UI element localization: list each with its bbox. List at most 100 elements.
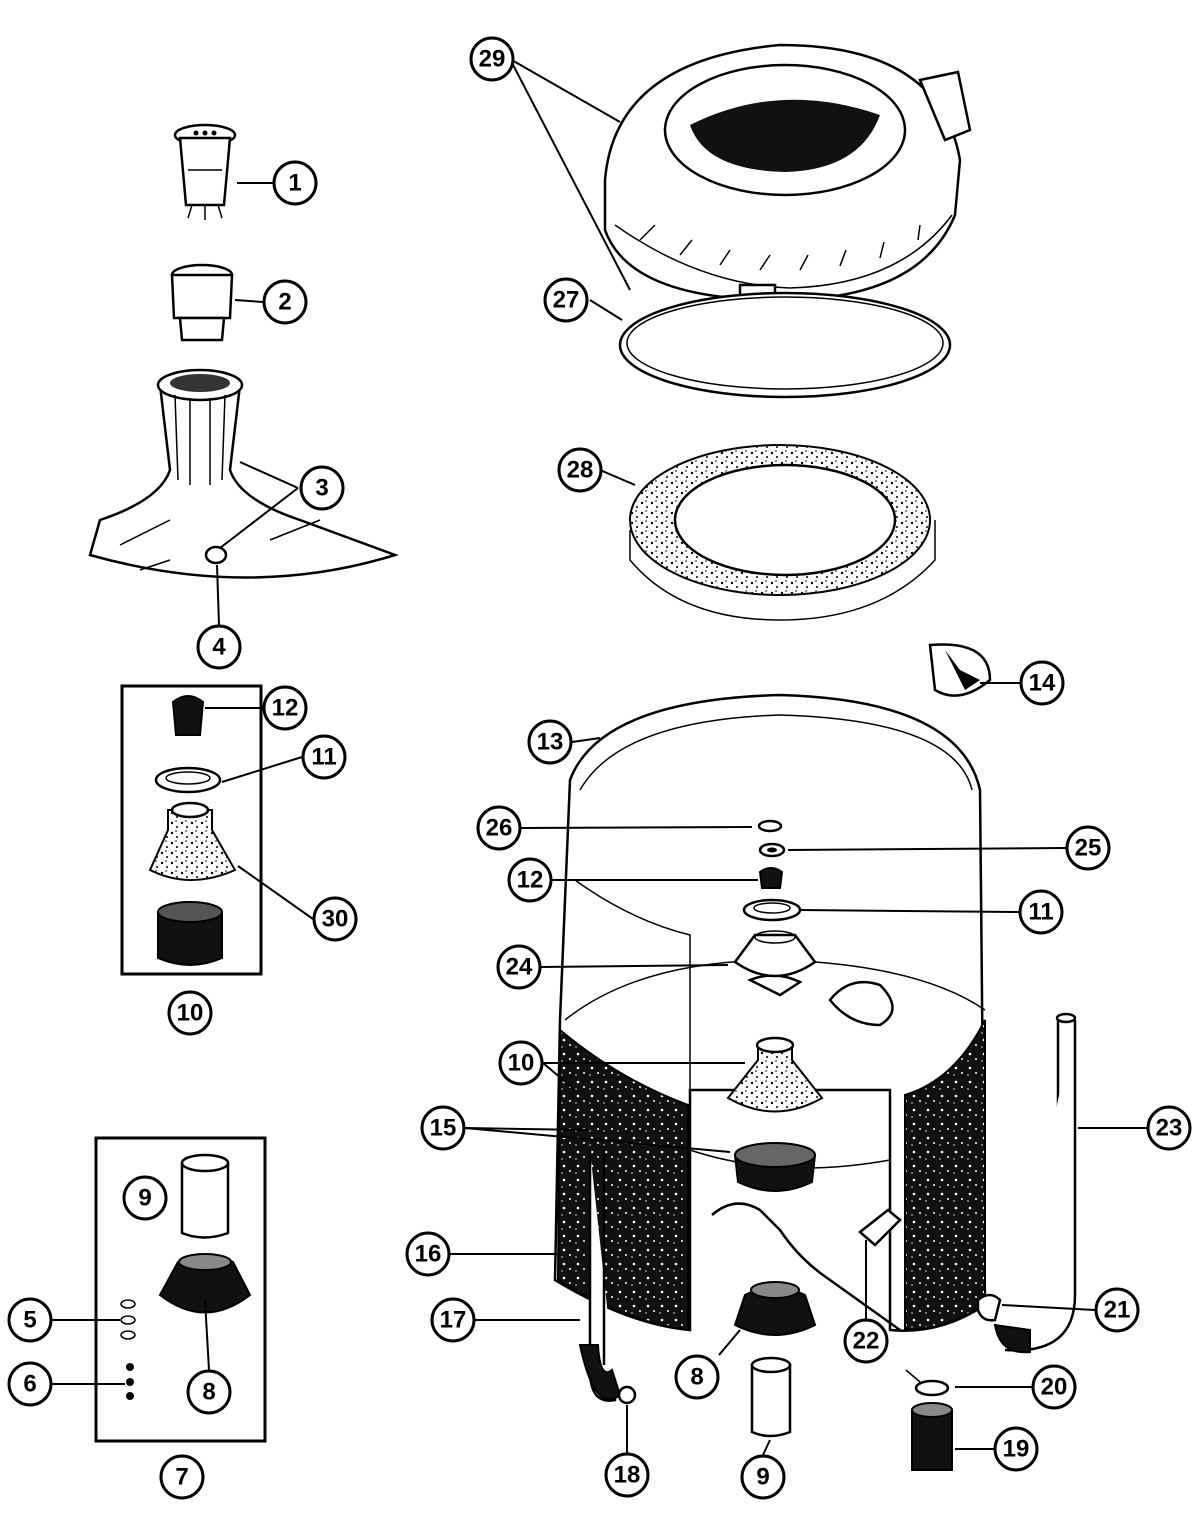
callout-16: 16	[405, 1231, 451, 1277]
callout-18: 18	[604, 1452, 650, 1498]
callout-label: 17	[440, 1307, 467, 1334]
callout-25: 25	[1065, 825, 1111, 871]
callout-label: 2	[278, 289, 291, 316]
callout-circle	[430, 1297, 476, 1343]
callout-label: 14	[1029, 670, 1056, 697]
callout-label: 9	[756, 1464, 769, 1491]
callout-circle	[196, 624, 242, 670]
callout-15: 15	[420, 1105, 466, 1151]
callout-circle	[1018, 889, 1064, 935]
callout-label: 12	[517, 867, 544, 894]
callout-8a: 8	[186, 1369, 232, 1415]
callout-10b: 10	[498, 1040, 544, 1086]
callout-14: 14	[1019, 660, 1065, 706]
callout-label: 11	[1028, 899, 1053, 926]
callout-20: 20	[1031, 1364, 1077, 1410]
callout-6: 6	[7, 1361, 53, 1407]
callout-label: 5	[23, 1307, 36, 1334]
callout-23: 23	[1146, 1105, 1192, 1151]
callout-label: 30	[322, 906, 349, 933]
callout-11a: 11	[301, 734, 347, 780]
kit-10-box	[120, 684, 263, 976]
part-23-tube	[993, 1012, 1077, 1354]
callout-circle	[993, 1426, 1039, 1472]
callout-label: 8	[202, 1379, 215, 1406]
callout-circle	[469, 36, 515, 82]
kit-7-contents	[120, 1153, 252, 1400]
callout-circle	[496, 944, 542, 990]
callout-circle	[843, 1318, 889, 1364]
callout-label: 10	[177, 1000, 204, 1027]
callout-label: 12	[272, 695, 299, 722]
callout-circle	[740, 1454, 786, 1500]
callout-label: 25	[1075, 835, 1102, 862]
callout-label: 27	[553, 287, 580, 314]
callout-circle	[7, 1297, 53, 1343]
callout-circle	[543, 277, 589, 323]
callout-12a: 12	[262, 685, 308, 731]
callout-circle	[7, 1361, 53, 1407]
leader-lines	[51, 58, 1147, 1456]
part-9-sleeve-right	[750, 1356, 792, 1438]
part-28-balance-ring	[629, 444, 936, 621]
callout-29: 29	[469, 36, 515, 82]
callout-circle	[262, 279, 308, 325]
callout-22: 22	[843, 1318, 889, 1364]
callout-circle	[159, 1454, 205, 1500]
part-8-bearing-right	[733, 1281, 817, 1336]
callout-label: 9	[138, 1185, 151, 1212]
callout-label: 24	[506, 954, 533, 981]
part-19-hose	[911, 1402, 953, 1471]
callout-circle	[167, 990, 213, 1036]
callout-circle	[604, 1452, 650, 1498]
callout-27: 27	[543, 277, 589, 323]
callout-8b: 8	[674, 1354, 720, 1400]
callout-26: 26	[476, 805, 522, 851]
callout-circle	[507, 857, 553, 903]
callout-2: 2	[262, 279, 308, 325]
callout-circle	[557, 447, 603, 493]
callout-3: 3	[299, 465, 345, 511]
callouts: 1234567889910101111121213141516171819202…	[7, 36, 1192, 1500]
callout-label: 16	[415, 1241, 442, 1268]
callout-label: 8	[690, 1364, 703, 1391]
part-27-gasket	[618, 291, 952, 399]
callout-label: 29	[479, 46, 506, 73]
part-10-hub-assembly	[726, 1036, 824, 1113]
callout-label: 3	[315, 475, 328, 502]
callout-label: 26	[486, 815, 513, 842]
callout-label: 13	[537, 729, 564, 756]
callout-circle	[674, 1354, 720, 1400]
callout-9b: 9	[740, 1454, 786, 1500]
part-20-clamp	[905, 1369, 950, 1397]
callout-label: 7	[175, 1464, 188, 1491]
callout-28: 28	[557, 447, 603, 493]
callout-19: 19	[993, 1426, 1039, 1472]
callout-circle	[476, 805, 522, 851]
callout-circle	[420, 1105, 466, 1151]
callout-label: 15	[430, 1115, 457, 1142]
part-18-clamp	[617, 1385, 637, 1405]
callout-4: 4	[196, 624, 242, 670]
callout-7: 7	[159, 1454, 205, 1500]
callout-circle	[301, 734, 347, 780]
callout-5: 5	[7, 1297, 53, 1343]
part-17-hose	[578, 1150, 622, 1402]
part-3-agitator	[88, 368, 399, 579]
callout-10a: 10	[167, 990, 213, 1036]
part-15-seal	[733, 1142, 817, 1192]
part-14-dispenser-piece	[928, 643, 992, 697]
callout-label: 22	[853, 1328, 880, 1355]
callout-circle	[1094, 1287, 1140, 1333]
callout-24: 24	[496, 944, 542, 990]
kit-10-contents	[148, 695, 237, 966]
callout-circle	[262, 685, 308, 731]
callout-label: 6	[23, 1371, 36, 1398]
callout-circle	[312, 896, 358, 942]
part-22-clip	[858, 1208, 902, 1247]
callout-circle	[272, 160, 318, 206]
stack-26-25-12-11-24	[733, 819, 817, 978]
callout-12b: 12	[507, 857, 553, 903]
callout-label: 21	[1104, 1297, 1131, 1324]
